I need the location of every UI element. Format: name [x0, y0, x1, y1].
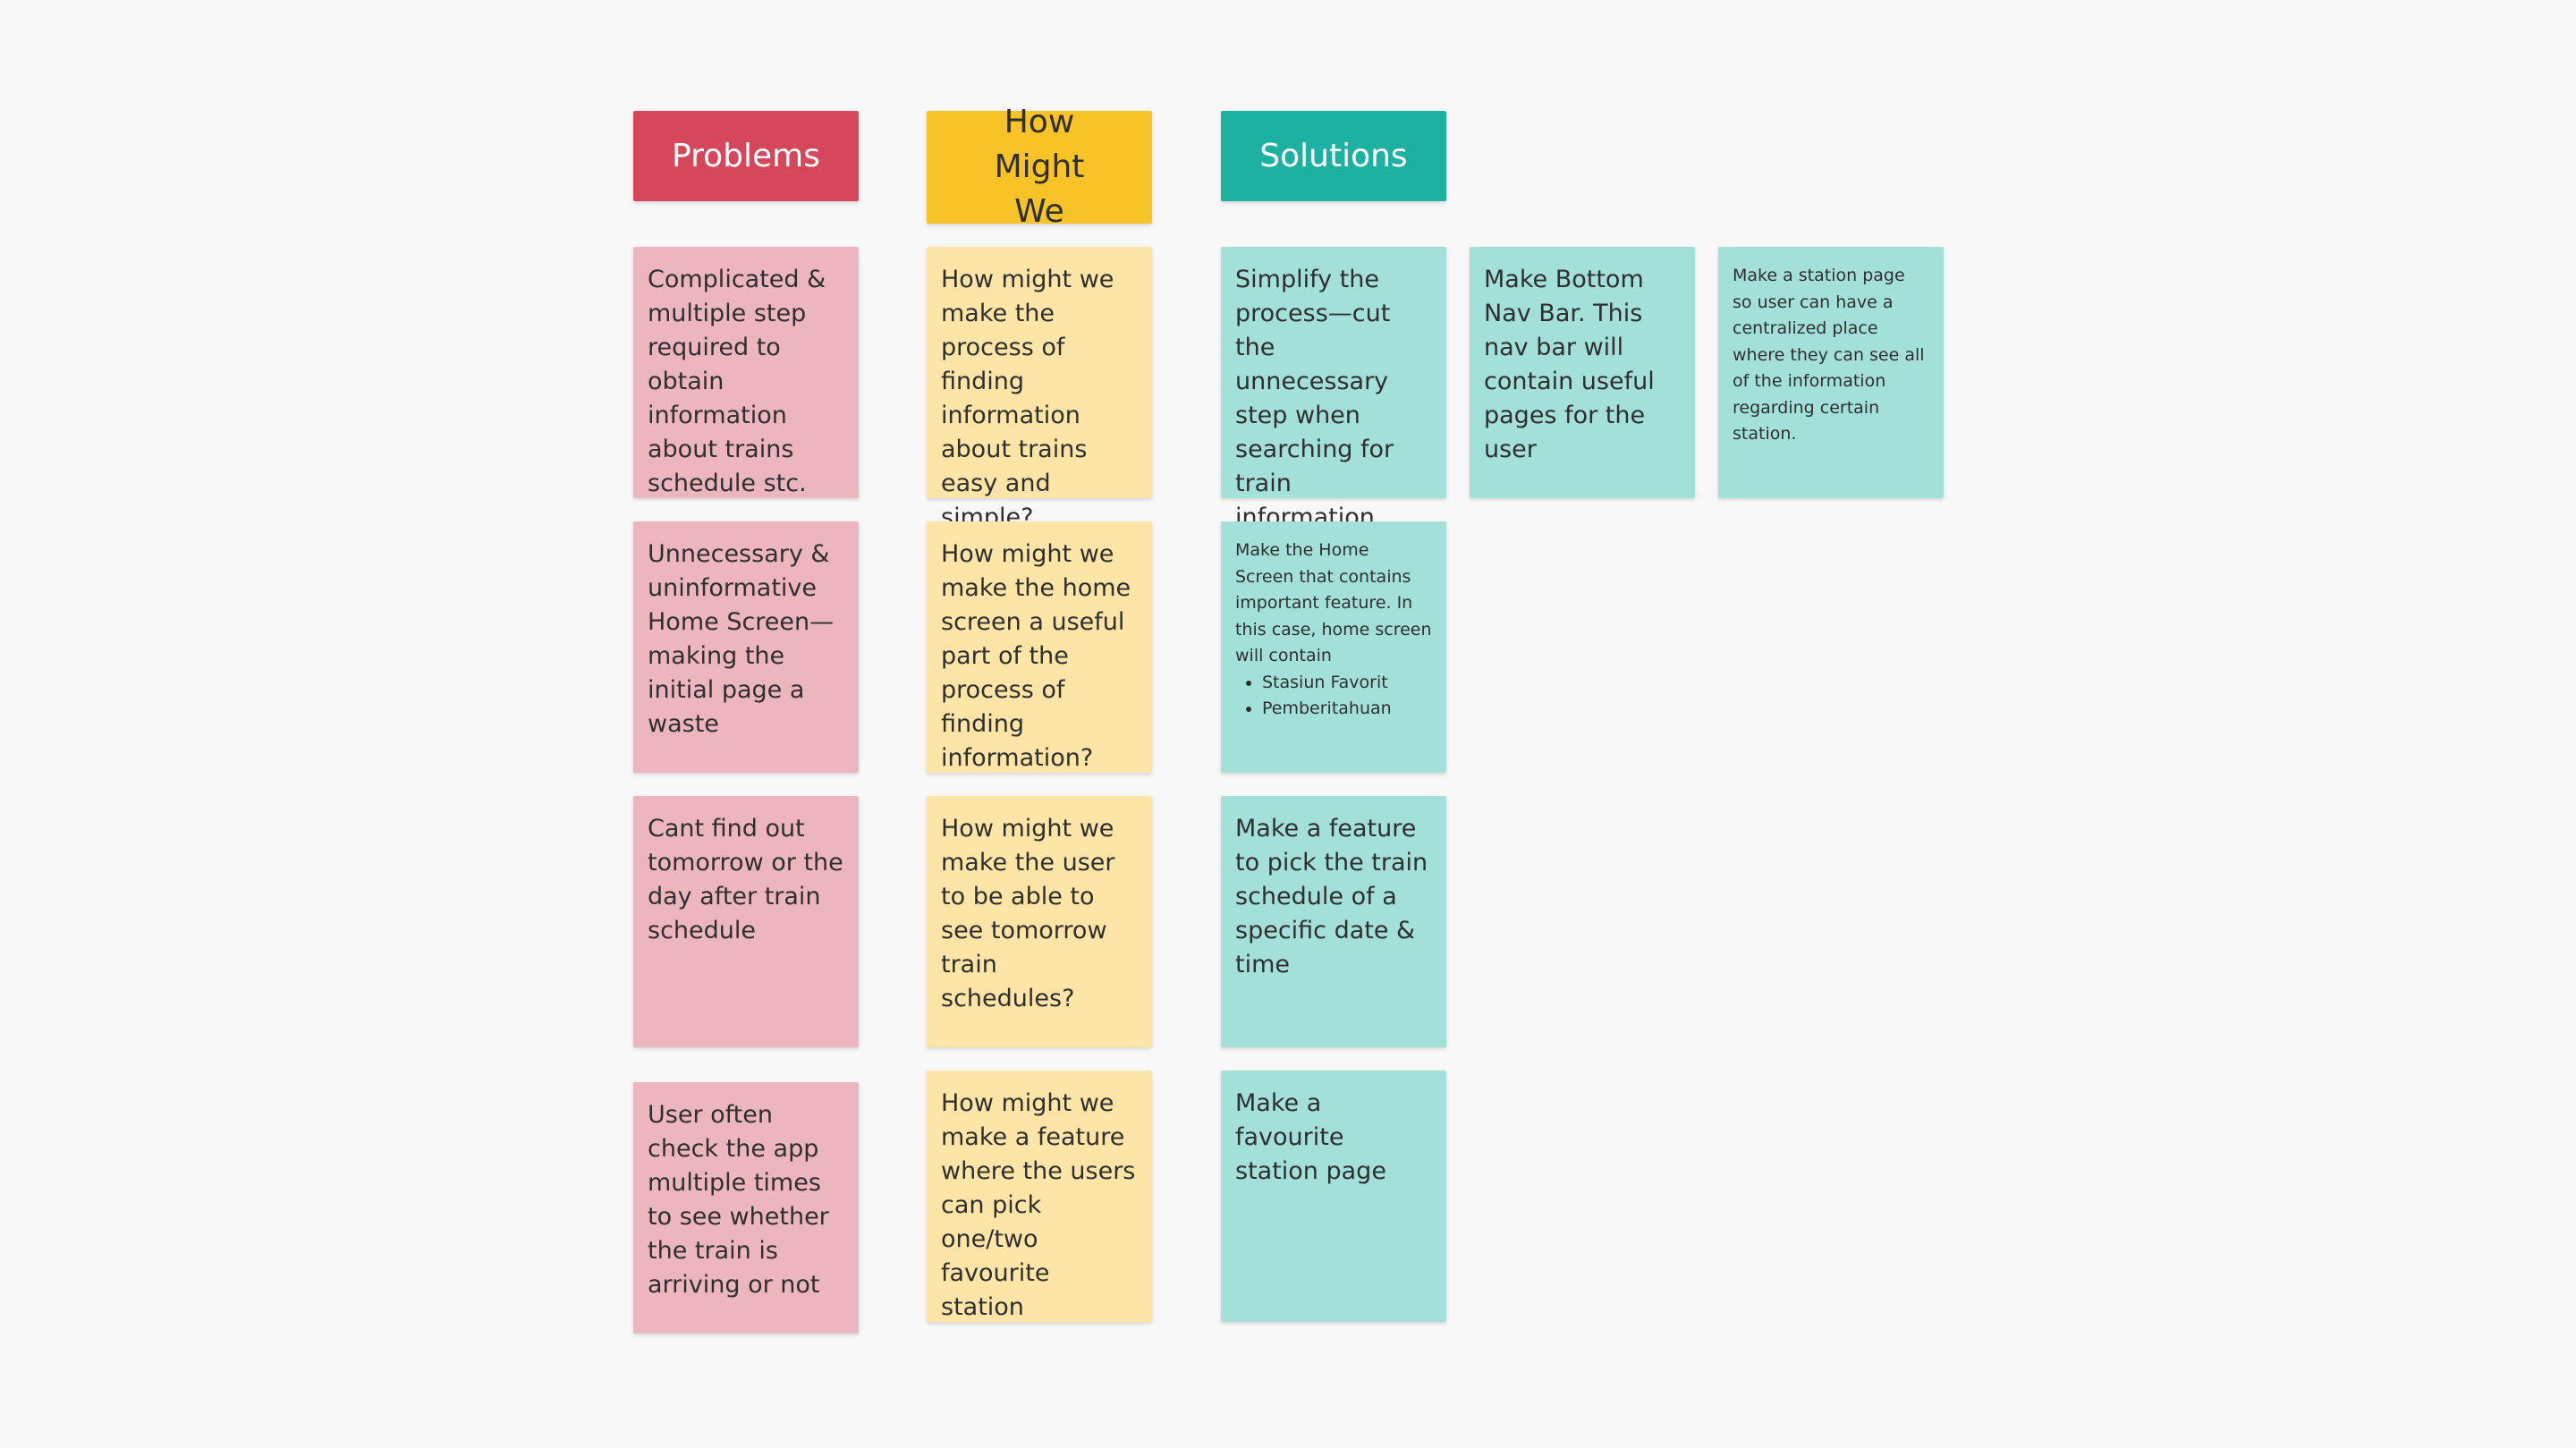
solution-bullet-list: Stasiun Favorit Pemberitahuan — [1235, 670, 1432, 723]
hmw-note-text: How might we make the home screen a usef… — [941, 540, 1131, 772]
bullet-item: Stasiun Favorit — [1262, 670, 1432, 697]
solution-note-text: Make Bottom Nav Bar. This nav bar will c… — [1484, 266, 1655, 463]
problem-note-1[interactable]: Complicated & multiple step required to … — [633, 247, 859, 498]
solution-note-bottom-nav[interactable]: Make Bottom Nav Bar. This nav bar will c… — [1470, 247, 1695, 498]
solution-note-simplify-process[interactable]: Simplify the process—cut the unnecessary… — [1221, 247, 1446, 531]
problem-note-2[interactable]: Unnecessary & uninformative Home Screen—… — [633, 521, 859, 773]
bullet-item: Pemberitahuan — [1262, 696, 1432, 723]
problem-note-text: Cant find out tomorrow or the day after … — [648, 815, 843, 944]
problems-header[interactable]: Problems — [633, 111, 859, 201]
hmw-note-4[interactable]: How might we make a feature where the us… — [927, 1071, 1152, 1322]
hmw-note-text: How might we make a feature where the us… — [941, 1089, 1136, 1321]
hmw-note-1[interactable]: How might we make the process of finding… — [927, 247, 1152, 531]
solutions-header-label: Solutions — [1259, 137, 1408, 174]
solution-note-text: Make a station page so user can have a c… — [1733, 266, 1925, 444]
solution-note-station-page[interactable]: Make a station page so user can have a c… — [1718, 247, 1944, 498]
solution-note-favourite-station[interactable]: Make a favourite station page — [1221, 1071, 1446, 1322]
hmw-note-3[interactable]: How might we make the user to be able to… — [927, 796, 1152, 1047]
solution-note-text: Make the Home Screen that contains impor… — [1235, 540, 1432, 665]
solution-note-text: Make a favourite station page — [1235, 1089, 1386, 1185]
problem-note-3[interactable]: Cant find out tomorrow or the day after … — [633, 796, 859, 1047]
problem-note-4[interactable]: User often check the app multiple times … — [633, 1082, 859, 1334]
solution-note-text: Make a feature to pick the train schedul… — [1235, 815, 1428, 978]
how-might-we-header[interactable]: How Might We — [927, 104, 1152, 230]
problem-note-text: Complicated & multiple step required to … — [648, 266, 826, 497]
problem-note-text: User often check the app multiple times … — [648, 1101, 829, 1299]
solution-note-date-picker[interactable]: Make a feature to pick the train schedul… — [1221, 796, 1446, 1047]
hmw-note-text: How might we make the process of finding… — [941, 266, 1114, 531]
problem-note-text: Unnecessary & uninformative Home Screen—… — [648, 540, 835, 738]
how-might-we-header-label: How Might We — [994, 104, 1085, 230]
solutions-header[interactable]: Solutions — [1221, 111, 1446, 201]
problems-header-label: Problems — [672, 137, 820, 174]
hmw-note-2[interactable]: How might we make the home screen a usef… — [927, 521, 1152, 773]
solution-note-home-screen[interactable]: Make the Home Screen that contains impor… — [1221, 521, 1446, 773]
solution-note-text: Simplify the process—cut the unnecessary… — [1235, 266, 1394, 531]
hmw-note-text: How might we make the user to be able to… — [941, 815, 1115, 1012]
